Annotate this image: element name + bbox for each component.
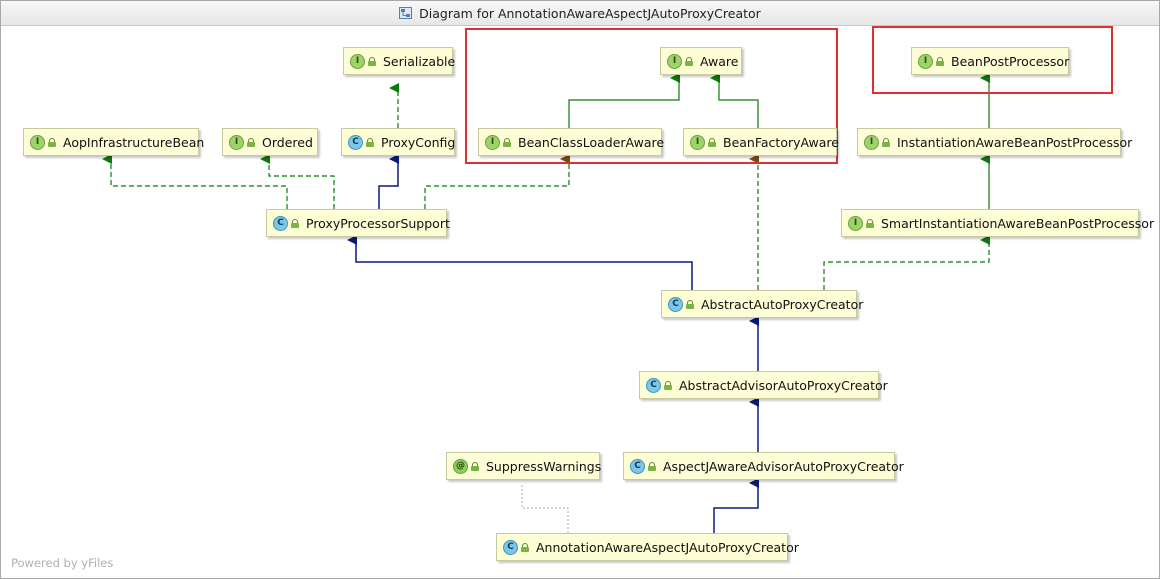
node-proxy-config[interactable]: C ProxyConfig [341,128,455,156]
edge-pps-proxyconfig [378,154,399,209]
node-label: AbstractAutoProxyCreator [701,296,864,312]
interface-icon: I [30,134,45,150]
node-aspectj-aware-advisor-auto-proxy-creator[interactable]: C AspectJAwareAdvisorAutoProxyCreator [623,452,904,480]
lock-icon [471,461,479,471]
node-instantiation-aware-bpp[interactable]: I InstantiationAwareBeanPostProcessor [857,128,1132,156]
lock-icon [936,56,944,66]
lock-icon [521,542,529,552]
node-label: AnnotationAwareAspectJAutoProxyCreator [536,539,799,555]
node-label: AspectJAwareAdvisorAutoProxyCreator [663,458,904,474]
node-label: BeanClassLoaderAware [518,134,665,150]
node-label: SmartInstantiationAwareBeanPostProcessor [881,215,1155,231]
edge-annotation-aspectjaware [713,478,759,533]
lock-icon [664,380,672,390]
node-aop-infrastructure-bean[interactable]: I AopInfrastructureBean [23,128,204,156]
node-label: InstantiationAwareBeanPostProcessor [897,134,1133,150]
node-bean-class-loader-aware[interactable]: I BeanClassLoaderAware [478,128,665,156]
interface-icon: I [667,53,682,69]
lock-icon [882,137,890,147]
node-smart-instantiation-aware-bpp[interactable]: I SmartInstantiationAwareBeanPostProcess… [841,209,1154,237]
node-annotation-aware-aspectj-auto-proxy-creator[interactable]: C AnnotationAwareAspectJAutoProxyCreator [496,533,799,561]
interface-icon: I [690,134,705,150]
node-aware[interactable]: I Aware [660,47,742,75]
node-proxy-processor-support[interactable]: C ProxyProcessorSupport [266,209,450,237]
edge-annotation-suppresswarnings [521,483,569,533]
node-label: ProxyConfig [381,134,456,150]
node-label: BeanFactoryAware [723,134,839,150]
interface-icon: I [229,134,244,150]
abstract-class-icon: C [646,377,661,393]
node-label: AbstractAdvisorAutoProxyCreator [679,377,888,393]
abstract-class-icon: C [668,296,683,312]
edge-aapc-siabpp [823,235,990,290]
diagram-canvas[interactable]: I Serializable I Aware I BeanPostProcess… [1,26,1159,578]
lock-icon [686,299,694,309]
lock-icon [708,137,716,147]
watermark: Powered by yFiles [11,556,114,570]
node-bean-factory-aware[interactable]: I BeanFactoryAware [683,128,839,156]
lock-icon [366,137,374,147]
node-label: SuppressWarnings [486,458,602,474]
lock-icon [685,56,693,66]
interface-icon: I [350,53,365,69]
highlight-box-aware [465,28,838,164]
node-label: BeanPostProcessor [951,53,1070,69]
node-suppress-warnings[interactable]: @ SuppressWarnings [446,452,602,480]
lock-icon [48,137,56,147]
node-serializable[interactable]: I Serializable [343,47,456,75]
window-title: Diagram for AnnotationAwareAspectJAutoPr… [419,5,761,21]
class-icon: C [503,539,518,555]
node-label: ProxyProcessorSupport [306,215,450,231]
annotation-icon: @ [453,458,468,474]
class-icon: C [273,215,288,231]
node-label: Ordered [262,134,313,150]
window-titlebar: Diagram for AnnotationAwareAspectJAutoPr… [1,1,1159,26]
interface-icon: I [864,134,879,150]
node-bean-post-processor[interactable]: I BeanPostProcessor [911,47,1069,75]
node-abstract-auto-proxy-creator[interactable]: C AbstractAutoProxyCreator [661,290,863,318]
interface-icon: I [848,215,863,231]
lock-icon [291,218,299,228]
edge-pps-beanclassloaderaware [424,154,570,209]
node-abstract-advisor-auto-proxy-creator[interactable]: C AbstractAdvisorAutoProxyCreator [639,371,888,399]
lock-icon [503,137,511,147]
edge-layer [102,73,990,533]
node-label: Serializable [383,53,456,69]
lock-icon [866,218,874,228]
edge-pps-ordered [260,154,335,209]
edge-pps-aopinfrastructurebean [102,154,288,209]
edge-beanfactoryaware-aware [710,73,759,128]
node-ordered[interactable]: I Ordered [222,128,318,156]
interface-icon: I [918,53,933,69]
lock-icon [648,461,656,471]
lock-icon [368,56,376,66]
edge-beanclassloaderaware-aware [568,73,680,128]
lock-icon [247,137,255,147]
highlight-box-beanpostprocessor [872,26,1113,94]
node-label: Aware [700,53,739,69]
diagram-icon [399,7,413,19]
class-icon: C [348,134,363,150]
node-label: AopInfrastructureBean [63,134,205,150]
interface-icon: I [485,134,500,150]
edge-aapc-proxyprocessorsupport [347,235,693,290]
class-icon: C [630,458,645,474]
